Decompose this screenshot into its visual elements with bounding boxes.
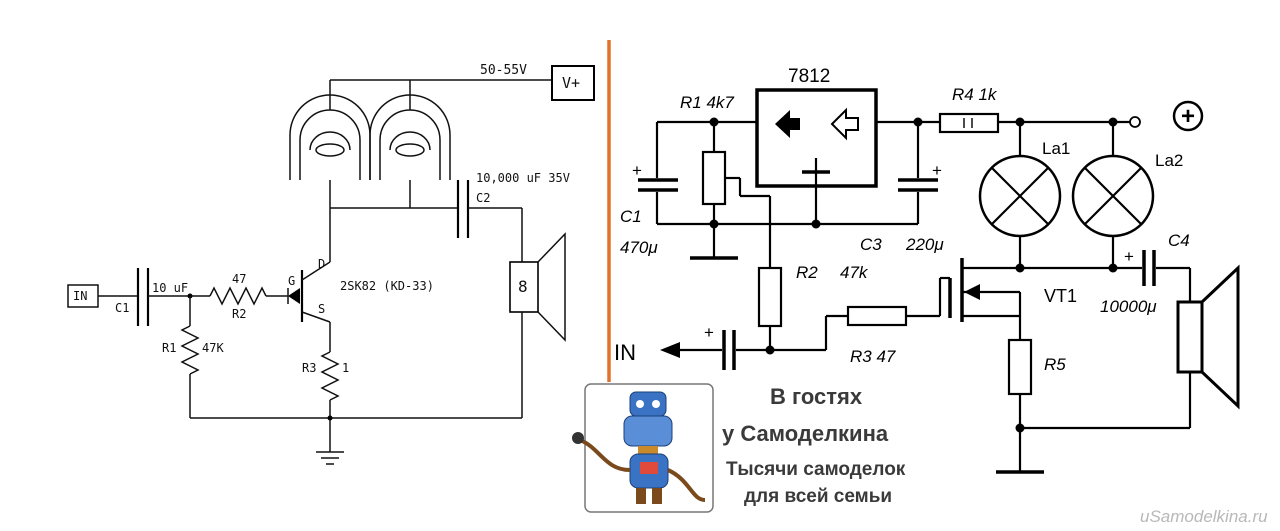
input-label: IN — [73, 289, 87, 303]
fet-source-label: S — [318, 302, 325, 316]
r2-label: R2 — [232, 307, 246, 321]
r5-label: R5 — [1044, 355, 1066, 374]
c4-value: 10000μ — [1100, 297, 1157, 316]
r3-resistor-right — [846, 305, 908, 327]
r3-value: 1 — [342, 361, 349, 375]
speaker-right — [1176, 264, 1240, 410]
lamp-la1-label: La1 — [1042, 139, 1070, 158]
fet-drain-label: D — [318, 257, 325, 271]
r2-label-right: R2 — [796, 263, 818, 282]
regulator-arrow-hollow — [830, 107, 859, 141]
r2-value: 47 — [232, 272, 246, 286]
r2-resistor-right — [757, 266, 783, 328]
r1-value: 47K — [202, 341, 224, 355]
svg-text:+: + — [632, 161, 642, 180]
r1-resistor — [180, 325, 200, 375]
c2-label: C2 — [476, 191, 490, 205]
vt1-label: VT1 — [1044, 286, 1077, 306]
speaker-left — [509, 232, 566, 342]
r2-value-right: 47k — [840, 263, 869, 282]
c1-label-right: C1 — [620, 207, 642, 226]
regulator-arrow-filled — [775, 110, 800, 138]
r5-resistor — [1007, 338, 1033, 396]
svg-text:+: + — [1124, 247, 1134, 266]
r1-pot-right — [701, 150, 727, 206]
c1-value-right: 470μ — [620, 238, 658, 257]
c2-value: 10,000 uF 35V — [476, 171, 570, 185]
bulb-2 — [369, 94, 451, 208]
brand-line-4: для всей семьи — [744, 486, 892, 507]
r3-label-right: R3 47 — [850, 347, 896, 366]
brand-line-2: у Самоделкина — [722, 421, 889, 446]
lamp-la2-label: La2 — [1155, 151, 1183, 170]
fet-gate-label: G — [288, 274, 295, 288]
fet-part-number: 2SK82 (KD-33) — [340, 279, 434, 293]
r4-resistor — [938, 112, 1000, 134]
plus-sign: + — [1181, 103, 1195, 130]
right-schematic: + 7812 + C1 470μ R1 4k7 — [614, 66, 1240, 474]
r3-resistor — [320, 351, 340, 401]
supply-node-box — [551, 65, 595, 101]
input-arrow — [660, 342, 680, 358]
fet-gate-arrow — [288, 288, 300, 304]
r4-label: R4 1k — [952, 85, 998, 104]
c1-value: 10 uF — [152, 281, 188, 295]
c4-label: C4 — [1168, 231, 1190, 250]
supply-node-label: V+ — [562, 74, 580, 92]
lamp-la1 — [978, 154, 1062, 238]
speaker-impedance: 8 — [518, 277, 528, 296]
brand-line-1: В гостях — [770, 384, 863, 409]
r3-label: R3 — [302, 361, 316, 375]
plus-terminal — [1129, 116, 1141, 128]
r1-label: R1 — [162, 341, 176, 355]
r2-resistor — [209, 286, 267, 306]
supply-voltage-label: 50-55V — [480, 63, 527, 78]
svg-text:+: + — [704, 323, 714, 342]
regulator-label: 7812 — [788, 66, 830, 87]
branding-logo — [572, 383, 714, 513]
c3-value: 220μ — [905, 235, 944, 254]
vt1-arrow — [964, 284, 980, 300]
c1-label: C1 — [115, 301, 129, 315]
robot-head-icon — [629, 391, 667, 417]
c3-label: C3 — [860, 235, 882, 254]
bulb-1 — [289, 94, 371, 208]
lamp-la2 — [1071, 154, 1155, 238]
left-schematic: V+ 50-55V 10,000 uF 35V C2 — [67, 63, 595, 465]
watermark: uSamodelkina.ru — [1140, 507, 1268, 526]
input-label-right: IN — [614, 340, 636, 365]
ground-symbol-left — [316, 451, 344, 465]
svg-text:+: + — [932, 161, 942, 180]
r1-label-right: R1 4k7 — [680, 93, 734, 112]
plus-sign-circle — [1172, 100, 1204, 132]
brand-line-3: Тысячи самоделок — [726, 459, 906, 480]
